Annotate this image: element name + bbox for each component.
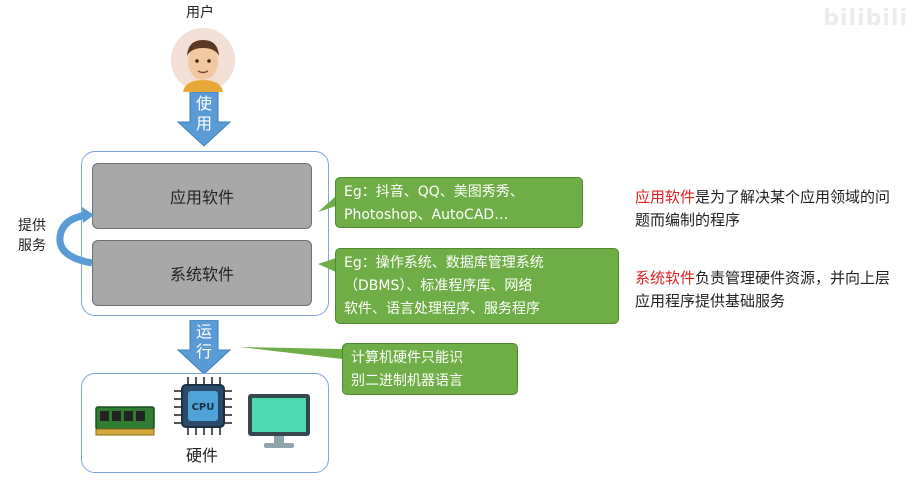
app-examples-line-2: Photoshop、AutoCAD… [344, 207, 509, 223]
application-software-note: 应用软件是为了解决某个应用领域的问题而编制的程序 [635, 186, 897, 232]
hardware-label: 硬件 [186, 446, 219, 465]
use-arrow [176, 92, 232, 147]
app-examples-line-1: Eg：抖音、QQ、美图秀秀、 [344, 184, 524, 200]
hardware-note-callout: 计算机硬件只能识 别二进制机器语言 [342, 343, 518, 395]
run-arrow [176, 320, 232, 375]
provide-service-line-2: 服务 [18, 238, 46, 254]
ram-icon [95, 406, 155, 436]
system-examples-line-3: 软件、语言处理程序、服务程序 [344, 301, 540, 317]
provide-service-label: 提供 服务 [18, 216, 54, 256]
application-software-layer: 应用软件 [92, 163, 312, 229]
use-arrow-char-2: 用 [195, 114, 212, 133]
avatar [171, 28, 235, 92]
application-software-definition: 是为了解决某个应用领域的问题而编制的程序 [635, 188, 891, 229]
system-software-layer: 系统软件 [92, 240, 312, 306]
provide-service-arrow [56, 207, 94, 267]
system-callout-pointer [318, 258, 336, 272]
hardware-note-line-1: 计算机硬件只能识 [351, 350, 463, 366]
system-software-definition: 负责管理硬件资源，并向上层应用程序提供基础服务 [635, 269, 891, 310]
provide-service-line-1: 提供 [18, 218, 46, 234]
app-examples-callout: Eg：抖音、QQ、美图秀秀、 Photoshop、AutoCAD… [335, 177, 583, 228]
system-examples-line-1: Eg：操作系统、数据库管理系统 [344, 255, 544, 271]
hardware-note-line-2: 别二进制机器语言 [351, 373, 463, 389]
system-software-term: 系统软件 [635, 269, 696, 287]
app-callout-pointer [318, 196, 336, 212]
monitor-icon [248, 394, 310, 448]
system-examples-callout: Eg：操作系统、数据库管理系统 （DBMS）、标准程序库、网络 软件、语言处理程… [335, 248, 619, 324]
run-arrow-char-1: 运 [195, 322, 212, 341]
use-arrow-char-1: 使 [195, 94, 212, 113]
application-software-term: 应用软件 [635, 188, 696, 206]
run-arrow-char-2: 行 [195, 342, 212, 361]
cpu-icon: CPU [174, 377, 232, 435]
user-label: 用户 [186, 5, 214, 21]
watermark: bilibili [823, 6, 908, 31]
system-software-note: 系统软件负责管理硬件资源，并向上层应用程序提供基础服务 [635, 267, 897, 313]
system-examples-line-2: （DBMS）、标准程序库、网络 [344, 278, 533, 294]
cpu-icon-text: CPU [192, 402, 215, 413]
hardware-callout-pointer [240, 347, 342, 359]
